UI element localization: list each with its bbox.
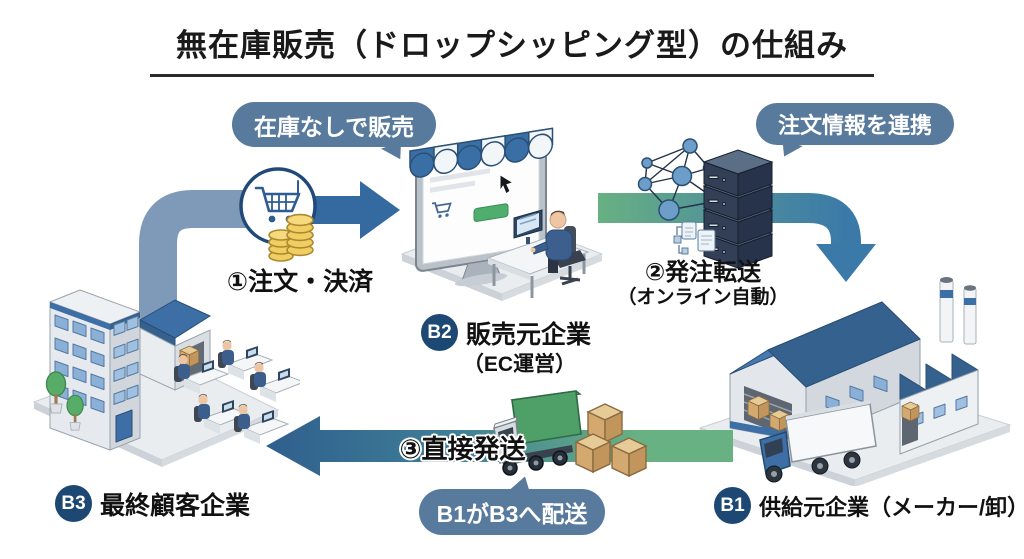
factory-building	[899, 353, 979, 455]
seller-name: 販売元企業	[466, 320, 592, 349]
seller-operator	[486, 209, 590, 298]
delivery-truck-icon	[493, 390, 647, 477]
entity-supplier: B1 供給元企業（メーカー/卸）	[714, 487, 1024, 524]
warehouse	[729, 301, 921, 443]
step3-direct-shipping-label: ③直接発送	[399, 434, 526, 464]
order-payment-icon	[239, 167, 317, 262]
supplier-badge: B1	[714, 487, 751, 524]
supplier-factory-illustration	[698, 277, 1012, 486]
storefront-monitor	[409, 127, 554, 287]
cardboard-boxes	[575, 403, 647, 477]
bubble-b1-to-b3-delivery-label: B1がB3へ配送	[436, 501, 588, 527]
bubble-order-info-link-label: 注文情報を連携	[777, 113, 932, 138]
seller-badge: B2	[421, 314, 458, 351]
bubble-order-info-link: 注文情報を連携	[756, 103, 954, 161]
bubble-sell-without-stock-label: 在庫なしで販売	[253, 113, 415, 140]
order-documents-icon	[673, 221, 716, 255]
customer-name: 最終顧客企業	[100, 491, 251, 520]
buy-button	[473, 203, 509, 222]
step1-order-payment-label: ①注文・決済	[226, 268, 374, 296]
office-entrance	[138, 299, 212, 391]
order-network-icon	[637, 138, 774, 269]
step2-forward-order-label: ②発注転送 （オンライン自動）	[608, 259, 798, 308]
chimneys	[939, 277, 977, 345]
supplier-name: 供給元企業（メーカー/卸）	[759, 494, 1024, 520]
cursor-icon	[499, 173, 515, 195]
seller-note: （EC運営）	[462, 353, 577, 376]
entity-seller: B2 販売元企業	[421, 314, 591, 351]
ec-store-illustration	[400, 127, 604, 301]
office-tower	[49, 289, 141, 451]
green-truck	[493, 390, 582, 476]
step2-title: ②発注転送	[644, 259, 762, 286]
bubble-tail	[510, 474, 532, 493]
coins-icon	[268, 213, 314, 262]
server-rack-icon	[702, 149, 774, 269]
bubble-sell-without-stock: 在庫なしで販売	[232, 102, 436, 164]
entity-customer: B3 最終顧客企業	[55, 485, 250, 522]
bubble-b1-to-b3-delivery: B1がB3へ配送	[419, 474, 605, 535]
awning	[409, 127, 554, 178]
page-title: 無在庫販売（ドロップシッピング型）の仕組み	[150, 20, 874, 77]
customer-badge: B3	[55, 485, 92, 522]
factory-truck	[759, 400, 877, 483]
step2-note: （オンライン自動）	[617, 286, 789, 308]
arrow-customer-to-order	[139, 190, 278, 334]
arrow-seller-to-supplier	[598, 193, 876, 282]
arrow-order-to-seller	[296, 181, 400, 239]
mini-cart-icon	[432, 201, 452, 218]
customer-office-illustration	[32, 289, 300, 467]
